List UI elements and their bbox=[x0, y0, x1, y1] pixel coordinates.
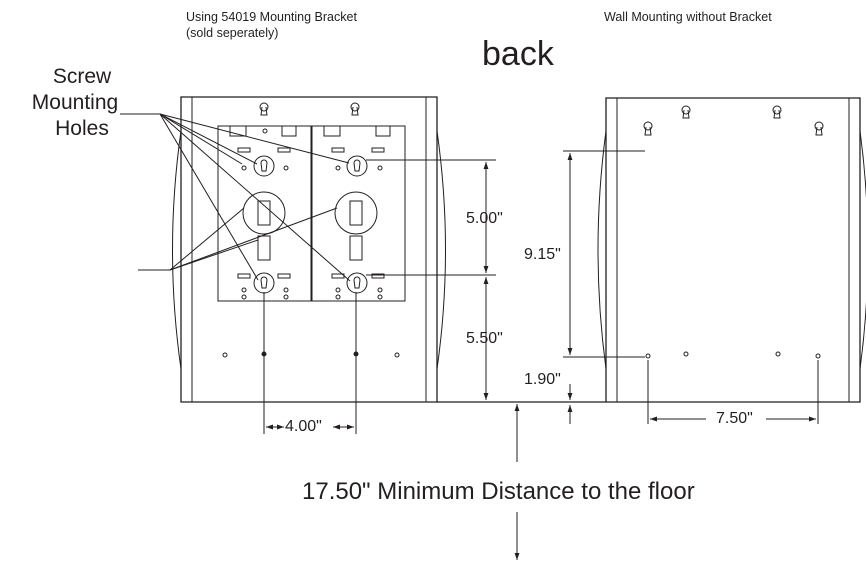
dim-lines-left bbox=[366, 160, 496, 400]
callout-screw-line3: Holes bbox=[55, 117, 109, 140]
view-label: back bbox=[482, 35, 554, 73]
dim-lines-right bbox=[563, 151, 645, 424]
callout-screw-line1: Screw bbox=[52, 65, 112, 88]
floor-distance-note: 17.50" Minimum Distance to the floor bbox=[302, 478, 695, 505]
bracket-screw-hole-icon bbox=[347, 273, 367, 293]
dim-wall-hole-spacing: 7.50" bbox=[713, 410, 756, 428]
keyhole-icon bbox=[773, 106, 781, 118]
bracket-heading-line1: Using 54019 Mounting Bracket bbox=[186, 10, 357, 24]
keyhole-icon bbox=[682, 106, 690, 118]
no-bracket-heading: Wall Mounting without Bracket bbox=[604, 10, 772, 24]
dim-wall-hole-vertical: 9.15" bbox=[524, 246, 561, 263]
right-speaker-outline bbox=[598, 98, 866, 402]
callout-screw-line2: Mounting bbox=[31, 91, 119, 114]
callout-leader-lines bbox=[120, 114, 350, 281]
bracket-screw-hole-icon bbox=[347, 156, 367, 176]
bracket-screw-hole-icon bbox=[254, 273, 274, 293]
keyhole-icon bbox=[260, 103, 268, 115]
bracket-heading-line2: (sold seperately) bbox=[186, 26, 279, 40]
dim-bracket-hole-spacing: 4.00" bbox=[284, 418, 323, 436]
wall-screw-hole-icon bbox=[644, 122, 652, 135]
wall-screw-hole-icon bbox=[815, 122, 823, 135]
bracket-screw-hole-icon bbox=[254, 156, 274, 176]
dim-4in bbox=[264, 292, 356, 434]
left-speaker-outline bbox=[173, 97, 446, 402]
keyhole-icon bbox=[351, 103, 359, 115]
mounting-bracket bbox=[218, 126, 405, 301]
dim-7-5in bbox=[648, 360, 818, 424]
dim-wall-bottom-offset: 1.90" bbox=[524, 371, 561, 388]
